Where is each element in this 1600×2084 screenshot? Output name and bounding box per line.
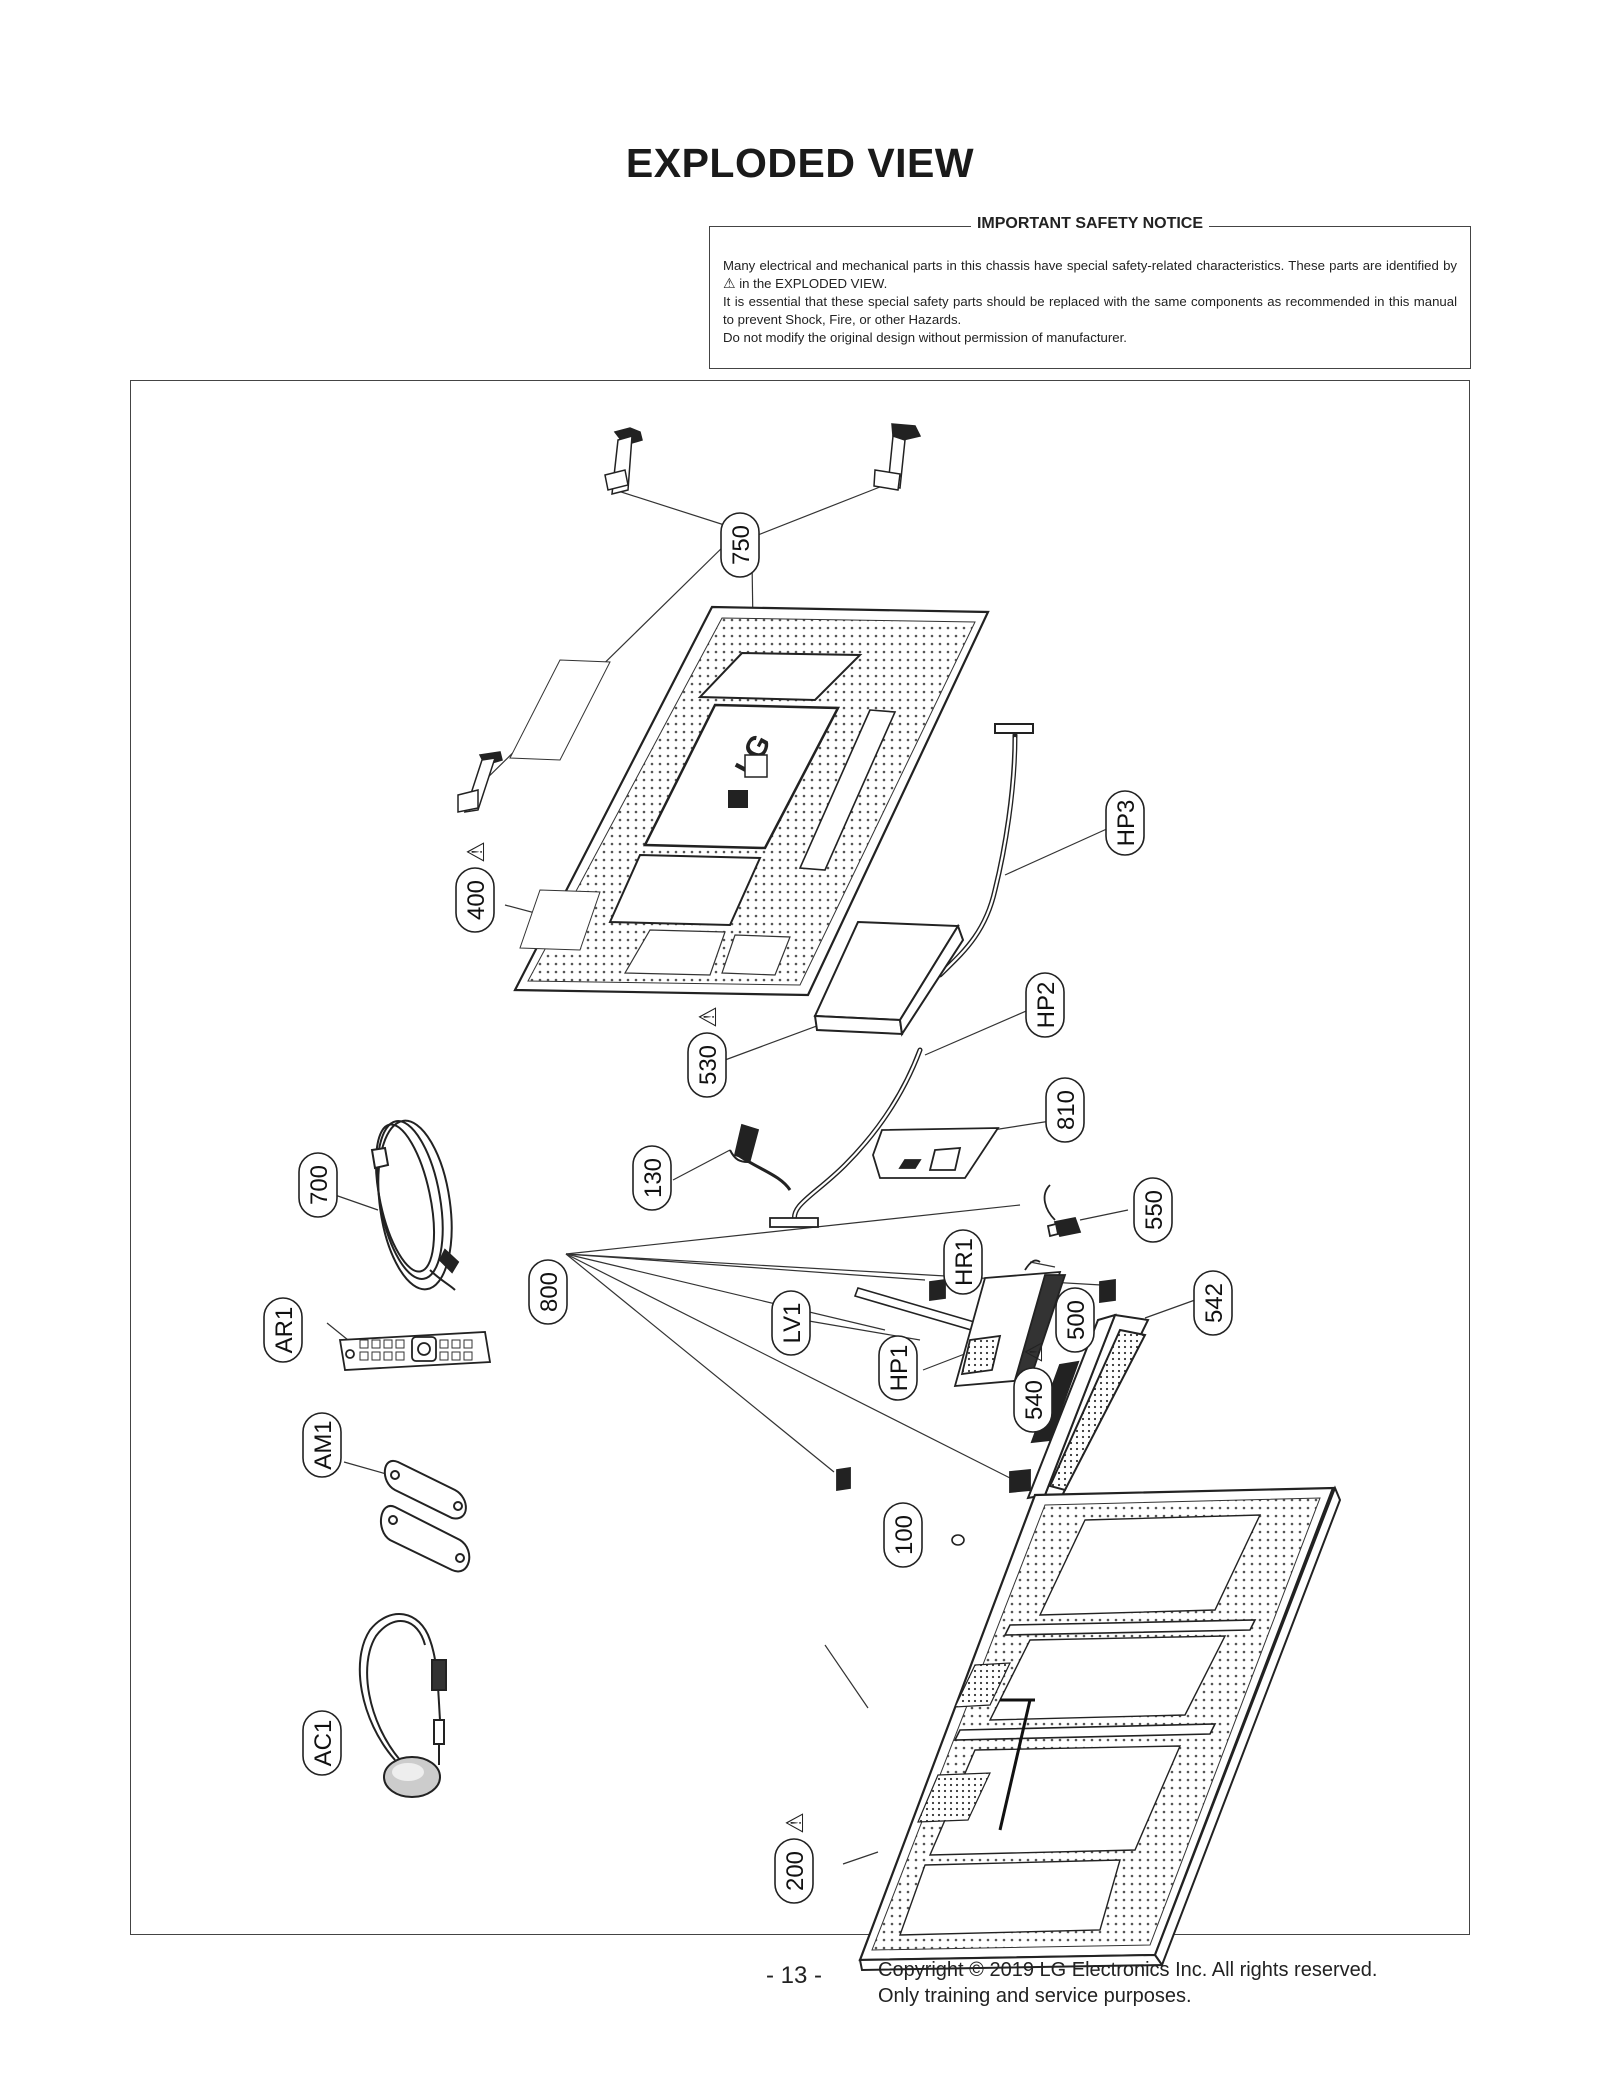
copyright-line2: Only training and service purposes.: [878, 1985, 1192, 2007]
callout-550: 550: [1133, 1177, 1173, 1243]
exploded-view-frame: [130, 380, 1470, 1935]
callout-label: 400: [463, 880, 490, 920]
callout-label: 550: [1141, 1190, 1168, 1230]
warning-triangle-icon: ⚠: [462, 841, 490, 863]
warning-triangle-icon: ⚠: [1020, 1341, 1048, 1363]
callout-130: 130: [632, 1145, 672, 1211]
callout-540: 540 ⚠: [1013, 1341, 1053, 1433]
callout-700: 700: [298, 1152, 338, 1218]
callout-HP3: HP3: [1105, 790, 1145, 856]
callout-label: HP2: [1033, 982, 1060, 1029]
page-title: EXPLODED VIEW: [625, 140, 975, 186]
callout-LV1: LV1: [771, 1290, 811, 1356]
callout-HR1: HR1: [943, 1229, 983, 1295]
callout-label: 540: [1021, 1380, 1048, 1420]
part-130-connector: [729, 1123, 792, 1191]
callout-label: 750: [728, 525, 755, 565]
callout-542: 542: [1193, 1270, 1233, 1336]
callout-label: 700: [306, 1165, 333, 1205]
callout-500: 500: [1055, 1287, 1095, 1353]
callout-810: 810: [1045, 1077, 1085, 1143]
callout-100: 100: [883, 1502, 923, 1568]
callout-label: LV1: [779, 1303, 806, 1344]
callout-label: 130: [640, 1158, 667, 1198]
callout-label: AR1: [271, 1307, 298, 1354]
safety-notice-heading: IMPORTANT SAFETY NOTICE: [710, 215, 1470, 233]
callout-label: HR1: [951, 1238, 978, 1286]
warning-triangle-icon: ⚠: [723, 275, 736, 291]
part-700-power-cord: [370, 1119, 460, 1291]
callout-AC1: AC1: [302, 1710, 342, 1776]
callout-label: 530: [695, 1045, 722, 1085]
part-100-disc: [951, 1534, 965, 1546]
warning-triangle-icon: ⚠: [781, 1812, 809, 1834]
copyright: Copyright © 2019 LG Electronics Inc. All…: [878, 1957, 1377, 2009]
callout-HP1: HP1: [878, 1335, 918, 1401]
part-530-power-board: [813, 920, 965, 1037]
callout-label: 800: [536, 1272, 563, 1312]
callout-label: 100: [891, 1515, 918, 1555]
callout-200: 200 ⚠: [774, 1812, 814, 1904]
safety-notice-line2: It is essential that these special safet…: [723, 294, 1457, 327]
safety-notice-box: IMPORTANT SAFETY NOTICE Many electrical …: [709, 215, 1471, 369]
part-400-back-cover: LG: [509, 605, 990, 997]
part-550-connector: [1043, 1184, 1082, 1238]
safety-notice-body: Many electrical and mechanical parts in …: [723, 257, 1457, 347]
callout-750: 750: [720, 512, 760, 578]
part-542-board-cover: [1026, 1313, 1150, 1502]
callout-label: 542: [1201, 1283, 1228, 1323]
safety-notice-line1: Many electrical and mechanical parts in …: [723, 258, 1457, 291]
part-AC1-ir-cable: [358, 1613, 447, 1798]
part-750-brackets: [457, 423, 922, 813]
callout-530: 530 ⚠: [687, 1006, 727, 1098]
part-AM1-pads: [379, 1459, 471, 1573]
callout-400: 400 ⚠: [455, 841, 495, 933]
warning-triangle-icon: ⚠: [694, 1006, 722, 1028]
safety-notice-line3: Do not modify the original design withou…: [723, 330, 1127, 345]
part-800-clips: [836, 1278, 1116, 1493]
callout-label: HP3: [1113, 800, 1140, 847]
callout-label: HP1: [886, 1345, 913, 1392]
callout-AR1: AR1: [263, 1297, 303, 1363]
callout-AM1: AM1: [302, 1412, 342, 1478]
part-AR1-remote: [338, 1331, 492, 1371]
callout-label: AC1: [310, 1720, 337, 1767]
callout-label: 500: [1063, 1300, 1090, 1340]
callout-label: AM1: [310, 1420, 337, 1469]
copyright-line1: Copyright © 2019 LG Electronics Inc. All…: [878, 1959, 1378, 1981]
callout-HP2: HP2: [1025, 972, 1065, 1038]
callout-label: 200: [782, 1851, 809, 1891]
part-810-bracket: [872, 1127, 1000, 1179]
page-number: - 13 -: [766, 1962, 823, 1989]
part-200-display-module: [858, 1485, 1342, 1972]
callout-800: 800: [528, 1259, 568, 1325]
callout-label: 810: [1053, 1090, 1080, 1130]
